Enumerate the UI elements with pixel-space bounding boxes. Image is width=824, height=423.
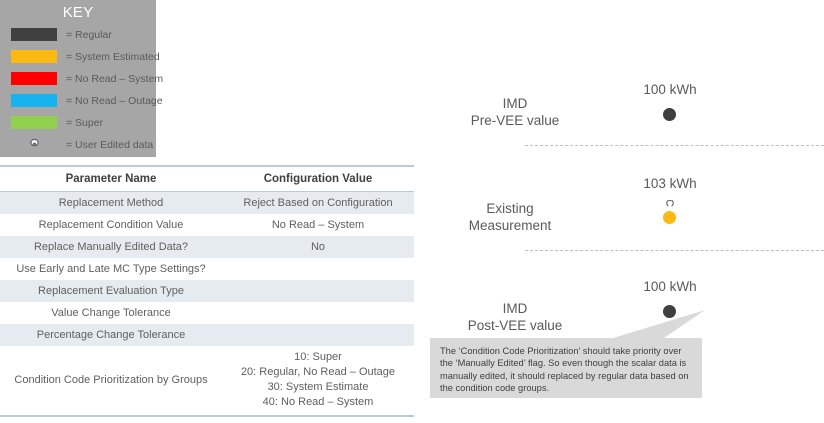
table-row: Value Change Tolerance [0, 302, 414, 324]
key-item-label: = Super [66, 116, 104, 129]
table-row: Use Early and Late MC Type Settings? [0, 258, 414, 280]
column-header-configuration-value: Configuration Value [222, 165, 414, 192]
cell-parameter-name: Value Change Tolerance [0, 302, 222, 324]
value-label-existing-measurement: 103 kWh [643, 176, 697, 191]
table-row: Replacement Evaluation Type [0, 280, 414, 302]
cell-configuration-value [222, 280, 414, 302]
marker-dot-post-vee [663, 305, 676, 318]
marker-dot-pre-vee [663, 108, 676, 121]
configuration-parameters-table: Parameter Name Configuration Value Repla… [0, 165, 414, 417]
cell-configuration-value [222, 258, 414, 280]
key-item-regular: = Regular [0, 24, 156, 45]
key-item-super: = Super [0, 112, 156, 133]
cell-configuration-value: No [222, 236, 414, 258]
section-divider-1 [525, 145, 824, 146]
table-header-row: Parameter Name Configuration Value [0, 165, 414, 192]
callout-note: The ‘Condition Code Prioritization’ shou… [430, 338, 702, 398]
value-label-post-vee: 100 kWh [643, 279, 697, 294]
cell-configuration-value: No Read – System [222, 214, 414, 236]
stage-label-imd-pre-vee: IMD Pre-VEE value [470, 96, 560, 128]
key-item-user-edited: = User Edited data [0, 134, 156, 155]
color-swatch-no-read-outage [11, 94, 57, 107]
key-item-label: = No Read – Outage [66, 94, 163, 107]
table-row: Percentage Change Tolerance [0, 324, 414, 346]
table-row: Replacement Method Reject Based on Confi… [0, 191, 414, 214]
key-item-no-read-system: = No Read – System [0, 68, 163, 89]
gear-icon [11, 138, 57, 152]
cell-parameter-name: Replacement Method [0, 191, 222, 214]
color-swatch-no-read-system [11, 72, 57, 85]
vee-flow-diagram: IMD Pre-VEE value 100 kWh Existing Measu… [415, 0, 824, 423]
key-item-label: = No Read – System [66, 72, 164, 85]
cell-parameter-name: Replacement Evaluation Type [0, 280, 222, 302]
key-legend-panel: KEY = Regular = System Estimated = No Re… [0, 0, 163, 157]
value-label-pre-vee: 100 kWh [643, 82, 697, 97]
cell-configuration-value: Reject Based on Configuration [222, 191, 414, 214]
table-row: Replace Manually Edited Data? No [0, 236, 414, 258]
gear-icon [664, 198, 676, 210]
cell-configuration-value [222, 302, 414, 324]
marker-dot-existing-measurement [663, 211, 676, 224]
section-divider-2 [525, 250, 824, 251]
key-item-no-read-outage: = No Read – Outage [0, 90, 163, 111]
cell-parameter-name: Use Early and Late MC Type Settings? [0, 258, 222, 280]
color-swatch-system-estimated [11, 50, 57, 63]
table-row: Condition Code Prioritization by Groups … [0, 346, 414, 417]
cell-parameter-name: Percentage Change Tolerance [0, 324, 222, 346]
cell-configuration-value [222, 324, 414, 346]
cell-parameter-name: Replacement Condition Value [0, 214, 222, 236]
key-item-label: = System Estimated [66, 50, 160, 63]
table-row: Replacement Condition Value No Read – Sy… [0, 214, 414, 236]
column-header-parameter-name: Parameter Name [0, 165, 222, 192]
key-item-label: = User Edited data [66, 138, 154, 151]
cell-configuration-value: 10: Super 20: Regular, No Read – Outage … [222, 346, 414, 417]
stage-label-imd-post-vee: IMD Post-VEE value [467, 301, 563, 333]
key-item-label: = Regular [66, 28, 112, 41]
key-title: KEY [62, 4, 94, 21]
key-item-system-estimated: = System Estimated [0, 46, 160, 67]
stage-label-existing-measurement: Existing Measurement [468, 201, 552, 233]
callout-note-text: The ‘Condition Code Prioritization’ shou… [440, 346, 689, 394]
color-swatch-super [11, 116, 57, 129]
callout-pointer [600, 310, 705, 342]
cell-parameter-name: Condition Code Prioritization by Groups [0, 346, 222, 417]
color-swatch-regular [11, 28, 57, 41]
cell-parameter-name: Replace Manually Edited Data? [0, 236, 222, 258]
